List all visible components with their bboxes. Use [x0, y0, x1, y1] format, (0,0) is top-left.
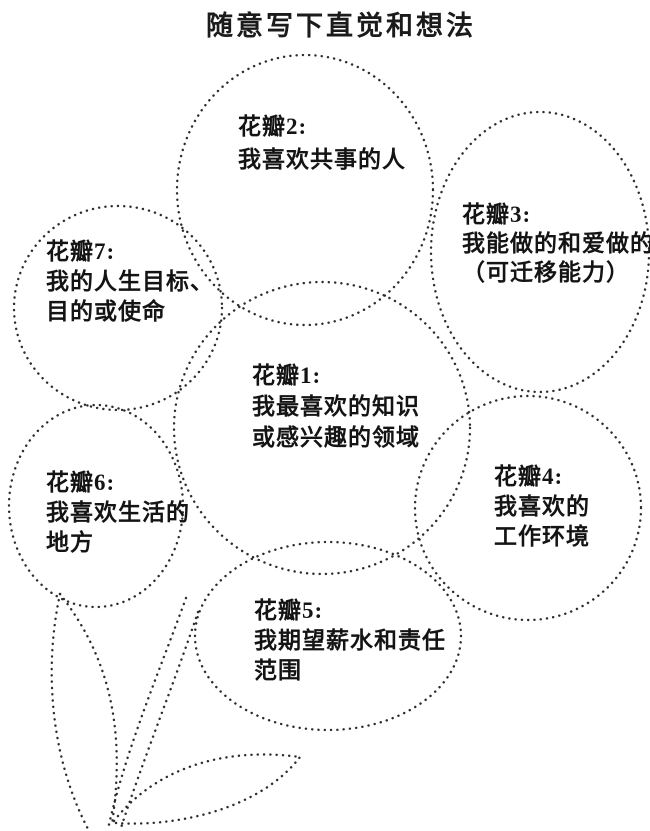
petal-1-line: 或感兴趣的领域	[252, 425, 420, 450]
petal-4-text: 花瓣4: 我喜欢的 工作环境	[494, 462, 590, 552]
petal-3-label: 花瓣3:	[462, 202, 532, 227]
petal-2-line: 我喜欢共事的人	[238, 147, 406, 172]
petal-4-label: 花瓣4:	[494, 464, 564, 489]
petal-6-circle	[7, 403, 185, 609]
petal-3-line: （可迁移能力）	[462, 260, 630, 285]
petal-7-line: 目的或使命	[46, 299, 166, 324]
left-leaf-icon	[58, 592, 118, 826]
petal-5-label: 花瓣5:	[254, 598, 324, 623]
petal-3-text: 花瓣3: 我能做的和爱做的 （可迁移能力）	[462, 200, 650, 287]
petal-2-circle	[175, 53, 435, 327]
petal-6-text: 花瓣6: 我喜欢生活的 地方	[46, 468, 190, 558]
petal-1-text: 花瓣1: 我最喜欢的知识 或感兴趣的领域	[252, 360, 420, 453]
stem-icon	[118, 610, 200, 831]
petal-1-line: 我最喜欢的知识	[252, 394, 420, 419]
petal-5-text: 花瓣5: 我期望薪水和责任 范围	[254, 596, 446, 686]
petal-7-text: 花瓣7: 我的人生目标、 目的或使命	[46, 237, 214, 327]
petal-6-line: 我喜欢生活的	[46, 500, 190, 525]
page-title: 随意写下直觉和想法	[206, 11, 476, 41]
petal-4-line: 工作环境	[494, 524, 590, 549]
petal-6-line: 地方	[46, 530, 94, 555]
petal-7-circle	[12, 204, 224, 412]
petal-1-label: 花瓣1:	[252, 363, 322, 388]
right-leaf-icon	[114, 755, 302, 825]
petal-4-line: 我喜欢的	[494, 494, 590, 519]
petal-2-label: 花瓣2:	[238, 114, 308, 139]
left-leaf-icon	[50, 592, 90, 831]
petal-5-line: 我期望薪水和责任	[254, 628, 446, 653]
petal-1-circle	[172, 280, 472, 576]
petal-2-text: 花瓣2: 我喜欢共事的人	[238, 110, 406, 176]
stem-icon	[106, 596, 188, 831]
right-leaf-icon	[112, 753, 302, 823]
petal-5-line: 范围	[254, 658, 302, 683]
petal-3-line: 我能做的和爱做的	[462, 231, 650, 256]
petal-5-circle	[193, 540, 463, 732]
petal-7-line: 我的人生目标、	[46, 269, 214, 294]
petal-6-label: 花瓣6:	[46, 470, 116, 495]
petal-4-circle	[413, 394, 643, 622]
petal-7-label: 花瓣7:	[46, 239, 116, 264]
petal-3-circle	[429, 110, 650, 394]
